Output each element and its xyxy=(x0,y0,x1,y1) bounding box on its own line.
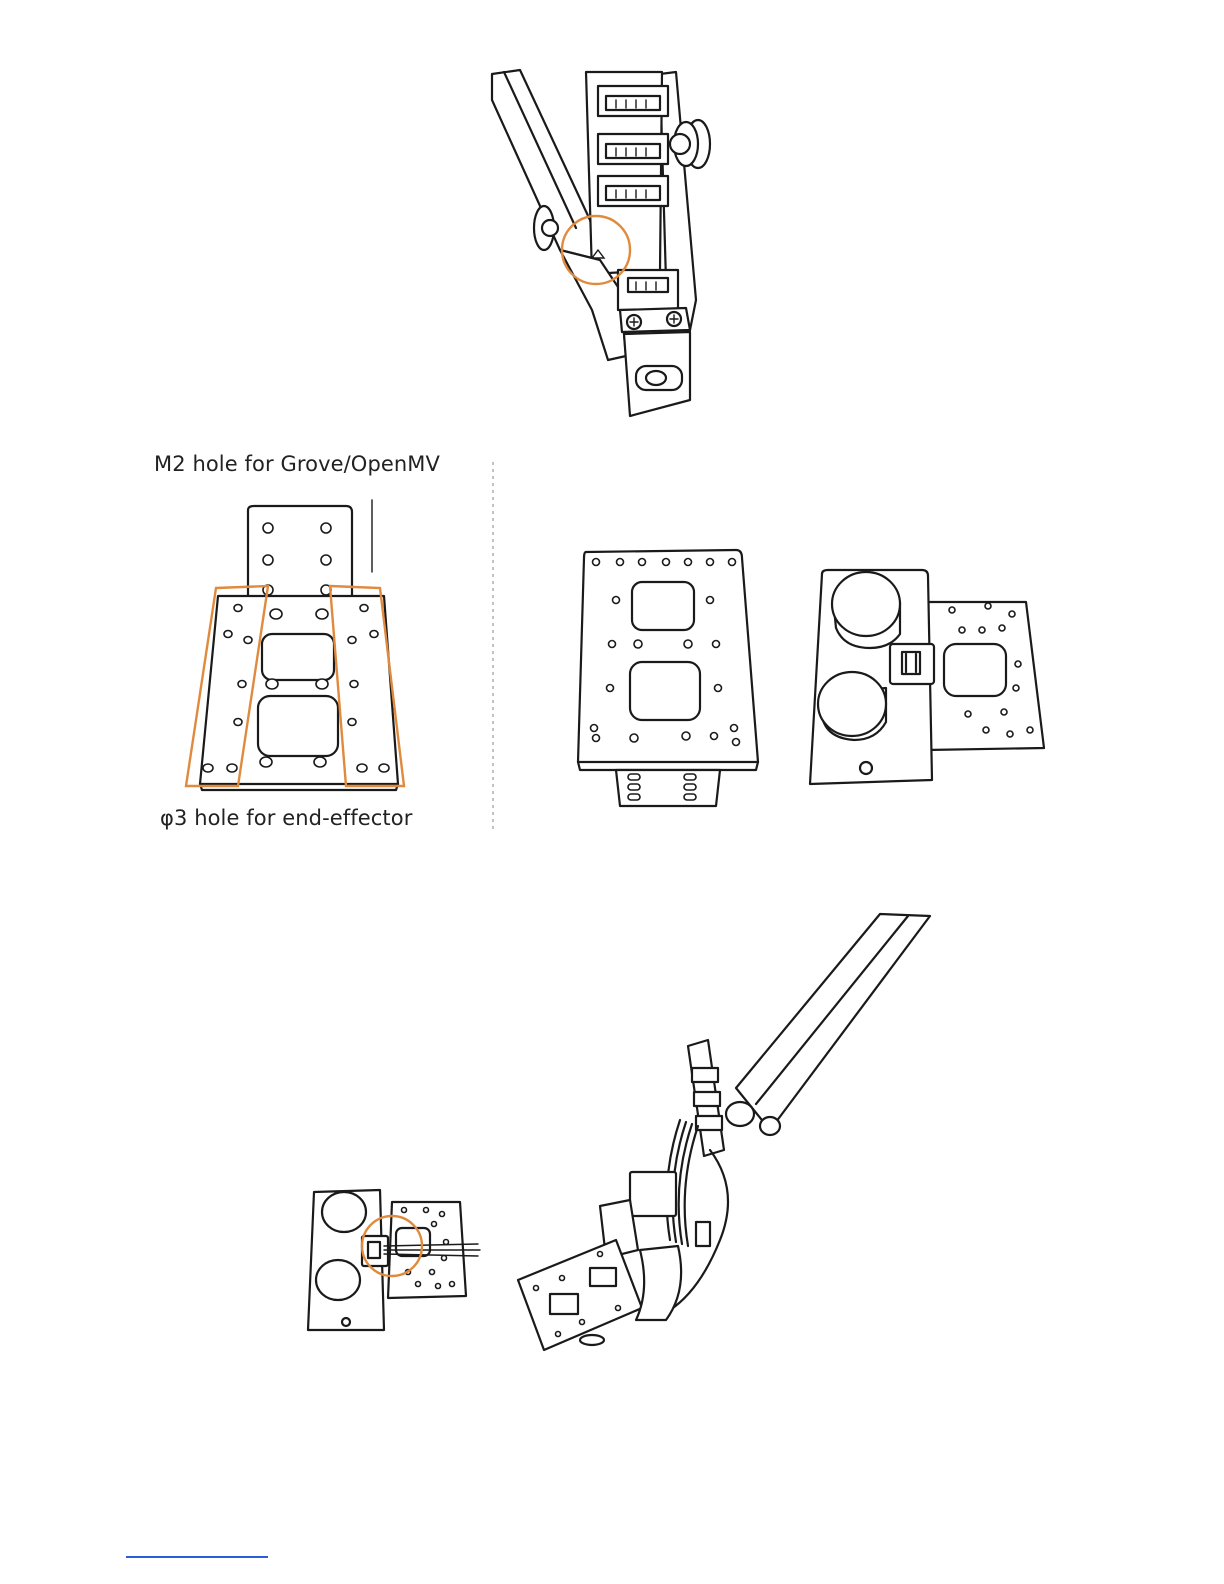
phi3-hole-label: φ3 hole for end-effector xyxy=(160,806,412,830)
plate-back-with-sensor xyxy=(810,570,1044,784)
plate-front xyxy=(578,550,758,806)
divider-line xyxy=(490,462,496,832)
plate-front-back-figure xyxy=(570,544,1050,814)
small-sensor-assembly xyxy=(308,1190,480,1330)
assembled-arm-figure xyxy=(300,910,940,1350)
footer-link-underline xyxy=(126,1556,268,1558)
connector-3 xyxy=(598,176,668,206)
connector-1 xyxy=(598,86,668,116)
mounting-plate-figure xyxy=(180,496,410,796)
connector-2 xyxy=(598,134,668,164)
arm-and-gripper xyxy=(518,914,930,1350)
m2-hole-label: M2 hole for Grove/OpenMV xyxy=(154,452,440,476)
arm-joint-connector-figure xyxy=(480,60,740,430)
